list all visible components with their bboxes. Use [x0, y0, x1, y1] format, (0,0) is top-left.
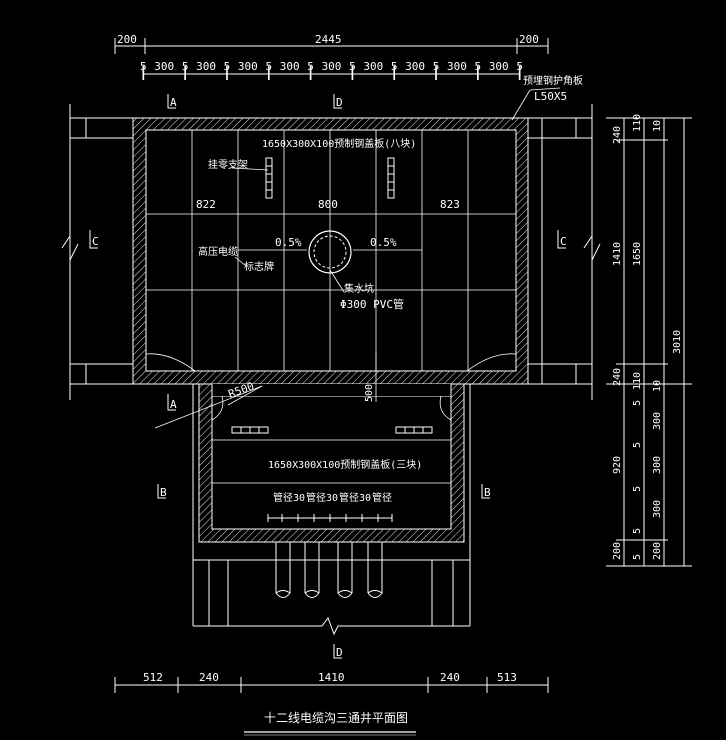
- bracket-icon: [231, 426, 433, 434]
- side-trench-left: [61, 104, 133, 400]
- main-chamber: [132, 87, 561, 385]
- cover-bottom-label: 1650X300X100预制钢盖板(三块): [268, 458, 422, 471]
- pipe-label-3: 管径30: [339, 491, 371, 504]
- top-segment-label: 300: [405, 60, 425, 73]
- top-segment-label: 300: [196, 60, 216, 73]
- cover-plate-lines: [146, 130, 516, 371]
- bottom-dim-5: 513: [497, 671, 517, 684]
- bottom-dim-3: 1410: [318, 671, 345, 684]
- section-mark-b-left: B: [160, 486, 167, 499]
- right-inner-dim-13: 200: [652, 542, 663, 560]
- top-segment-label: 300: [363, 60, 383, 73]
- right-outer-dim-4: 920: [612, 456, 623, 474]
- right-inner-dim-10: 5: [632, 486, 643, 492]
- span-right: 823: [440, 198, 460, 211]
- pipe-support-row: [267, 514, 393, 522]
- right-inner-dim-11: 300: [652, 500, 663, 518]
- top-segment-label: 5: [140, 60, 147, 73]
- cover-top-label: 1650X300X100预制钢盖板(八块): [262, 137, 416, 150]
- bracket-label: 挂零支架: [208, 158, 248, 171]
- span-left: 822: [196, 198, 216, 211]
- section-mark-a-top: A: [170, 96, 177, 109]
- sump-label: 集水坑: [344, 282, 374, 295]
- right-outer-dim-2: 1410: [612, 242, 623, 266]
- right-inner-dim-14: 5: [632, 554, 643, 560]
- right-inner-dim-2: 10: [652, 120, 663, 132]
- drawing-title: 十二线电缆沟三通井平面图: [264, 711, 408, 725]
- pvc-label: Φ300 PVC管: [340, 297, 404, 311]
- section-mark-d-bottom: D: [336, 646, 343, 659]
- slope-left: 0.5%: [275, 236, 302, 249]
- right-inner-dim-8: 5: [632, 442, 643, 448]
- top-segment-label: 5: [265, 60, 272, 73]
- top-segment-label: 5: [391, 60, 398, 73]
- right-inner-dim-5: 5: [632, 400, 643, 406]
- right-inner-dim-9: 300: [652, 456, 663, 474]
- marker-label: 标志牌: [244, 260, 274, 273]
- pvc-pipe-icon: [275, 542, 383, 598]
- top-segment-label: 300: [322, 60, 342, 73]
- angle-steel-size: L50X5: [534, 90, 567, 103]
- bracket-icon: [265, 157, 395, 199]
- right-outer-dim-1: 240: [612, 126, 623, 144]
- right-inner-dim-6: 10: [652, 380, 663, 392]
- top-segment-label: 5: [516, 60, 523, 73]
- section-mark-lines: [89, 94, 566, 659]
- top-dim-left: 200: [117, 33, 137, 46]
- right-dimension-lines: [606, 117, 692, 567]
- bottom-dim-4: 240: [440, 671, 460, 684]
- top-segment-label: 5: [307, 60, 314, 73]
- bottom-dim-1: 512: [143, 671, 163, 684]
- section-mark-b-right: B: [484, 486, 491, 499]
- top-segment-labels: 5 300 5 300 5 300 5 300 5 300 5 300 5 300 5 300 5 300 5: [140, 60, 523, 73]
- right-total-dim: 3010: [672, 330, 683, 354]
- bottom-dimension-line: [114, 677, 549, 693]
- top-segment-label: 5: [224, 60, 231, 73]
- side-trench-right: [528, 104, 601, 400]
- top-dim-right: 200: [519, 33, 539, 46]
- top-dim-total: 2445: [315, 33, 342, 46]
- top-segment-label: 300: [154, 60, 174, 73]
- right-outer-dim-5: 200: [612, 542, 623, 560]
- right-outer-dim-3: 240: [612, 368, 623, 386]
- right-inner-dim-4: 110: [632, 372, 643, 390]
- dim-500: 500: [364, 384, 375, 402]
- top-segment-label: 5: [433, 60, 440, 73]
- section-mark-c-left: C: [92, 235, 99, 248]
- top-segment-label: 5: [475, 60, 482, 73]
- pipe-label-1: 管径30: [273, 491, 305, 504]
- angle-steel-label: 预埋钢护角板: [523, 74, 583, 87]
- top-overall-dimension: [114, 38, 549, 54]
- bottom-dim-2: 240: [199, 671, 219, 684]
- sump-pit-icon: [308, 230, 352, 274]
- right-inner-dim-3: 1650: [632, 242, 643, 266]
- top-segment-label: 300: [447, 60, 467, 73]
- top-segment-ticks: [142, 66, 521, 80]
- right-inner-dims: 110 10 1650 110 5 10 300 5 300 5 300 5 2…: [632, 114, 663, 560]
- right-outer-dims: 240 1410 240 920 200: [612, 126, 623, 560]
- slope-right: 0.5%: [370, 236, 397, 249]
- top-segment-label: 300: [489, 60, 509, 73]
- right-inner-dim-1: 110: [632, 114, 643, 132]
- section-mark-d-top: D: [336, 96, 343, 109]
- leader-lines: [231, 87, 561, 293]
- right-inner-dim-7: 300: [652, 412, 663, 430]
- outgoing-trench: [192, 384, 471, 636]
- branch-chamber: [154, 383, 465, 543]
- section-mark-c-right: C: [560, 235, 567, 248]
- pipe-label-4: 管径: [372, 491, 392, 504]
- top-segment-label: 300: [280, 60, 300, 73]
- top-segment-label: 300: [238, 60, 258, 73]
- pipe-labels: 管径30 管径30 管径30 管径: [273, 491, 392, 504]
- span-mid: 800: [318, 198, 338, 211]
- right-inner-dim-12: 5: [632, 528, 643, 534]
- top-segment-label: 5: [349, 60, 356, 73]
- cable-label: 高压电缆: [198, 245, 238, 258]
- section-mark-a-bottom: A: [170, 398, 177, 411]
- top-segment-label: 5: [182, 60, 189, 73]
- pipe-label-2: 管径30: [306, 491, 338, 504]
